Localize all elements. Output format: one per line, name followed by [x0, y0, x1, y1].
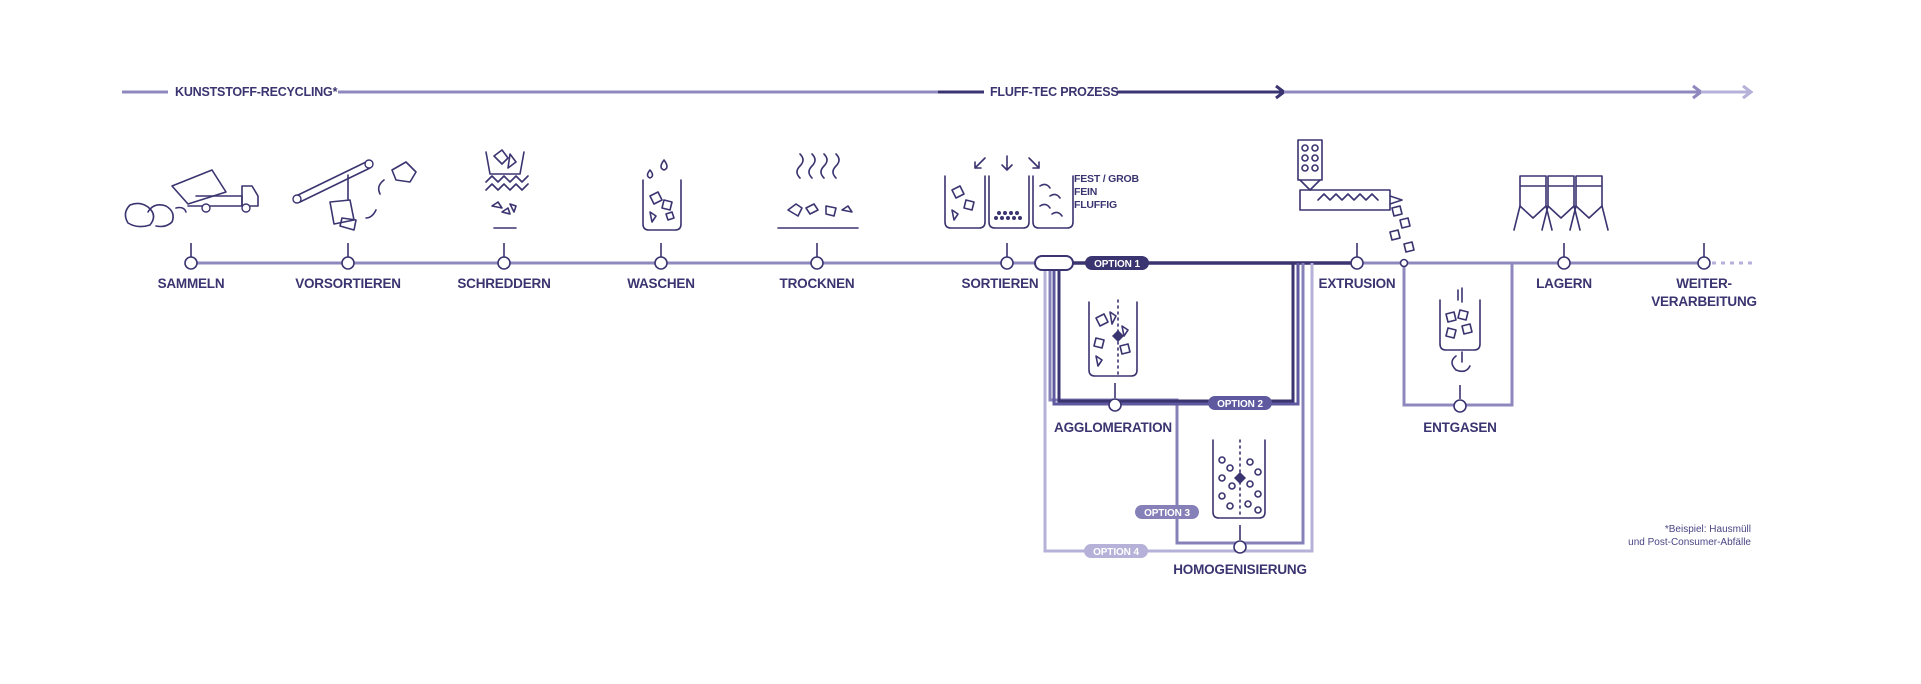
shredder-icon	[485, 149, 529, 229]
option-3-path	[1048, 263, 1305, 545]
step-nodes	[184, 243, 1711, 554]
garbage-truck-icon	[124, 169, 259, 228]
sort-legend-fest: FEST / GROB	[1074, 173, 1140, 185]
svg-text:OPTION 1: OPTION 1	[1094, 259, 1140, 270]
degassing-tank-icon	[1439, 287, 1481, 373]
header-arrow	[122, 84, 1754, 100]
option-1-pill: OPTION 1	[1085, 256, 1149, 270]
step-label-sortieren: SORTIEREN	[962, 276, 1039, 291]
sorting-switch	[1034, 255, 1074, 271]
step-label-homogenisierung: HOMOGENISIERUNG	[1173, 562, 1307, 577]
agglomerator-tank-icon	[1088, 299, 1138, 377]
option-3-pill: OPTION 3	[1135, 505, 1199, 519]
header-center-label: FLUFF-TEC PROZESS	[990, 85, 1119, 99]
step-label-lagern: LAGERN	[1536, 276, 1592, 291]
sort-legend-fein: FEIN	[1074, 186, 1097, 198]
agglomeration-path	[1057, 263, 1295, 403]
svg-text:OPTION 3: OPTION 3	[1144, 508, 1190, 519]
footnote-line-1: *Beispiel: Hausmüll	[1665, 524, 1751, 535]
entgasen-path	[1402, 263, 1514, 407]
option-2-pill: OPTION 2	[1208, 396, 1272, 410]
step-label-waschen: WASCHEN	[627, 276, 695, 291]
storage-silo-icon	[1513, 175, 1609, 231]
washing-tank-icon	[642, 159, 682, 231]
step-label-schreddern: SCHREDDERN	[457, 276, 550, 291]
sort-legend-fluffig: FLUFFIG	[1074, 199, 1117, 211]
sorting-bins-icon	[944, 155, 1074, 229]
step-label-entgasen: ENTGASEN	[1423, 420, 1496, 435]
option-4-path	[1043, 263, 1314, 553]
option-4-pill: OPTION 4	[1084, 544, 1148, 558]
step-label-trocknen: TROCKNEN	[780, 276, 855, 291]
drying-heat-icon	[777, 153, 859, 229]
conveyor-sorting-icon	[292, 159, 417, 231]
footnote-line-2: und Post-Consumer-Abfälle	[1628, 537, 1751, 548]
option-2-path	[1052, 263, 1300, 406]
extruder-icon	[1297, 139, 1415, 253]
step-label-extrusion: EXTRUSION	[1319, 276, 1396, 291]
header-left-label: KUNSTSTOFF-RECYCLING*	[175, 85, 338, 99]
homogenizer-tank-icon	[1212, 439, 1266, 519]
svg-text:OPTION 4: OPTION 4	[1093, 547, 1139, 558]
step-label-agglomeration: AGGLOMERATION	[1054, 420, 1172, 435]
step-label-sammeln: SAMMELN	[158, 276, 225, 291]
step-label-weiter-2: VERARBEITUNG	[1651, 294, 1757, 309]
step-label-vorsortieren: VORSORTIEREN	[295, 276, 401, 291]
svg-text:OPTION 2: OPTION 2	[1217, 399, 1263, 410]
step-label-weiter-1: WEITER-	[1676, 276, 1732, 291]
